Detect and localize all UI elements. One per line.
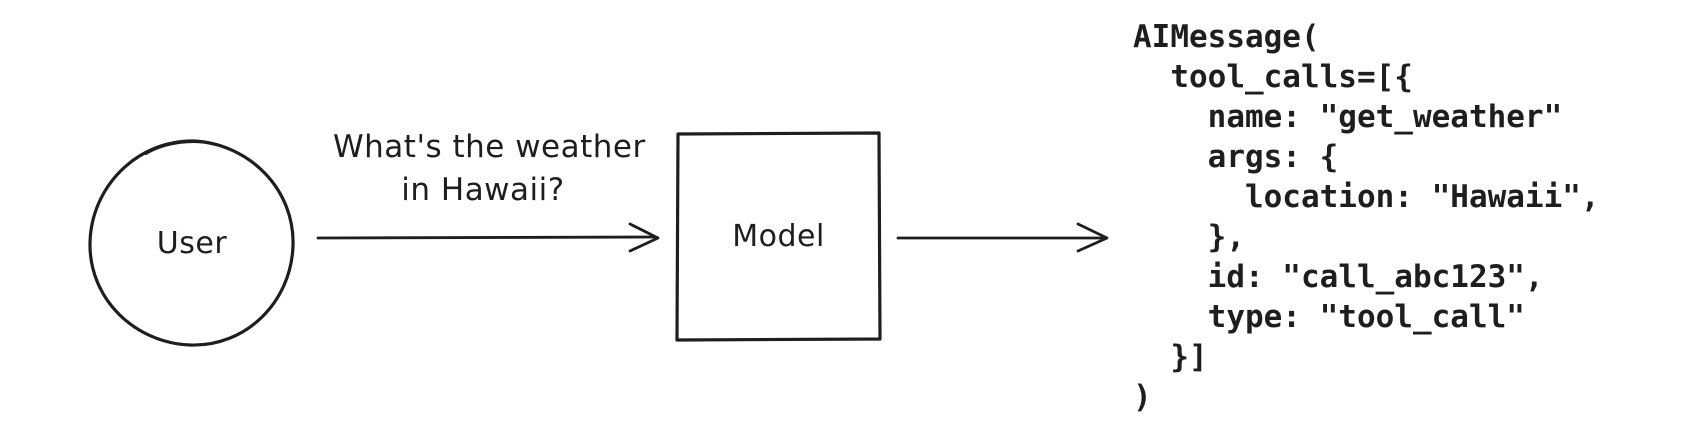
code-line: location: "Hawaii", xyxy=(1133,179,1600,215)
request-arrow-label-line2: in Hawaii? xyxy=(401,172,565,208)
aimessage-code-block: AIMessage( tool_calls=[{ name: "get_weat… xyxy=(1133,17,1600,417)
user-node-label: User xyxy=(156,226,228,261)
output-arrow-head xyxy=(1076,222,1109,253)
code-line: id: "call_abc123", xyxy=(1133,259,1544,295)
model-node-label: Model xyxy=(732,219,825,254)
code-line: tool_calls=[{ xyxy=(1133,59,1413,95)
request-arrow-label: What's the weather in Hawaii? xyxy=(333,126,646,212)
code-line: type: "tool_call" xyxy=(1133,299,1525,335)
code-line: AIMessage( xyxy=(1133,19,1320,55)
code-line: }] xyxy=(1133,339,1208,375)
code-line: args: { xyxy=(1133,139,1339,175)
request-arrow-head xyxy=(628,222,660,253)
code-line: name: "get_weather" xyxy=(1133,99,1563,135)
request-arrow-line xyxy=(316,235,657,240)
code-line: }, xyxy=(1133,219,1245,255)
model-box xyxy=(675,131,882,342)
user-circle-sketch-overlap xyxy=(145,141,217,155)
user-circle xyxy=(88,139,295,347)
request-arrow-label-line1: What's the weather xyxy=(333,129,646,165)
code-line: ) xyxy=(1133,379,1152,415)
